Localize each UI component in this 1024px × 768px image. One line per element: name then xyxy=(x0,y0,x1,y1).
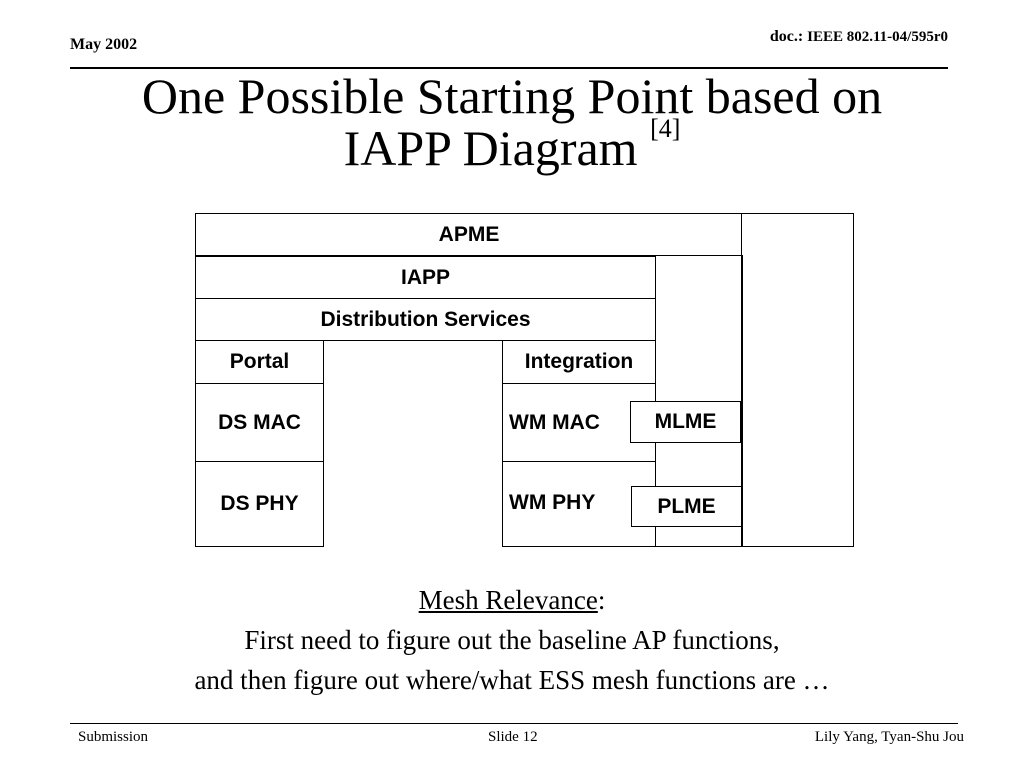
plme-label: PLME xyxy=(657,494,716,518)
iapp-box: IAPP xyxy=(195,256,656,299)
title-line-1: One Possible Starting Point based on xyxy=(141,68,883,124)
ds-phy-box: DS PHY xyxy=(195,461,324,547)
iapp-label: IAPP xyxy=(400,265,450,289)
distribution-services-box: Distribution Services xyxy=(195,298,656,341)
slide-title: One Possible Starting Point based on IAP… xyxy=(40,70,984,174)
wm-mac-label: WM MAC xyxy=(509,410,600,434)
apme-box: APME xyxy=(195,213,742,256)
header-rule xyxy=(70,67,948,69)
footer-rule xyxy=(70,723,958,724)
caption-heading-suffix: : xyxy=(597,585,606,615)
integration-box: Integration xyxy=(502,340,656,384)
distribution-services-label: Distribution Services xyxy=(320,307,531,331)
doc-number: IEEE 802.11-04/595r0 xyxy=(807,29,948,45)
title-reference: [4] xyxy=(650,114,681,143)
footer-center: Slide 12 xyxy=(488,729,538,745)
header-doc-id: doc.: IEEE 802.11-04/595r0 xyxy=(770,28,948,46)
ds-mac-label: DS MAC xyxy=(218,410,301,434)
wm-phy-label: WM PHY xyxy=(509,491,596,514)
portal-box: Portal xyxy=(195,340,324,384)
mlme-label: MLME xyxy=(654,410,717,433)
caption-line-1: First need to figure out the baseline AP… xyxy=(244,625,780,655)
footer-right: Lily Yang, Tyan-Shu Jou xyxy=(814,729,964,745)
integration-label: Integration xyxy=(524,350,634,373)
portal-label: Portal xyxy=(229,350,290,373)
header-date: May 2002 xyxy=(70,36,138,53)
caption-line-2: and then figure out where/what ESS mesh … xyxy=(194,665,830,695)
doc-prefix: doc.: xyxy=(769,28,804,45)
title-line-2-text: IAPP Diagram xyxy=(343,120,638,176)
ds-mac-box: DS MAC xyxy=(195,383,324,462)
caption-heading-text: Mesh Relevance xyxy=(418,585,598,615)
mlme-box: MLME xyxy=(630,401,741,443)
ds-phy-label: DS PHY xyxy=(220,492,299,515)
footer-left: Submission xyxy=(78,729,149,745)
plme-box: PLME xyxy=(631,486,742,527)
caption: Mesh Relevance: First need to figure out… xyxy=(40,580,984,700)
right-management-column xyxy=(741,213,854,547)
title-line-2: IAPP Diagram [4] xyxy=(40,116,984,176)
caption-heading: Mesh Relevance: xyxy=(40,580,984,620)
apme-label: APME xyxy=(438,222,500,246)
